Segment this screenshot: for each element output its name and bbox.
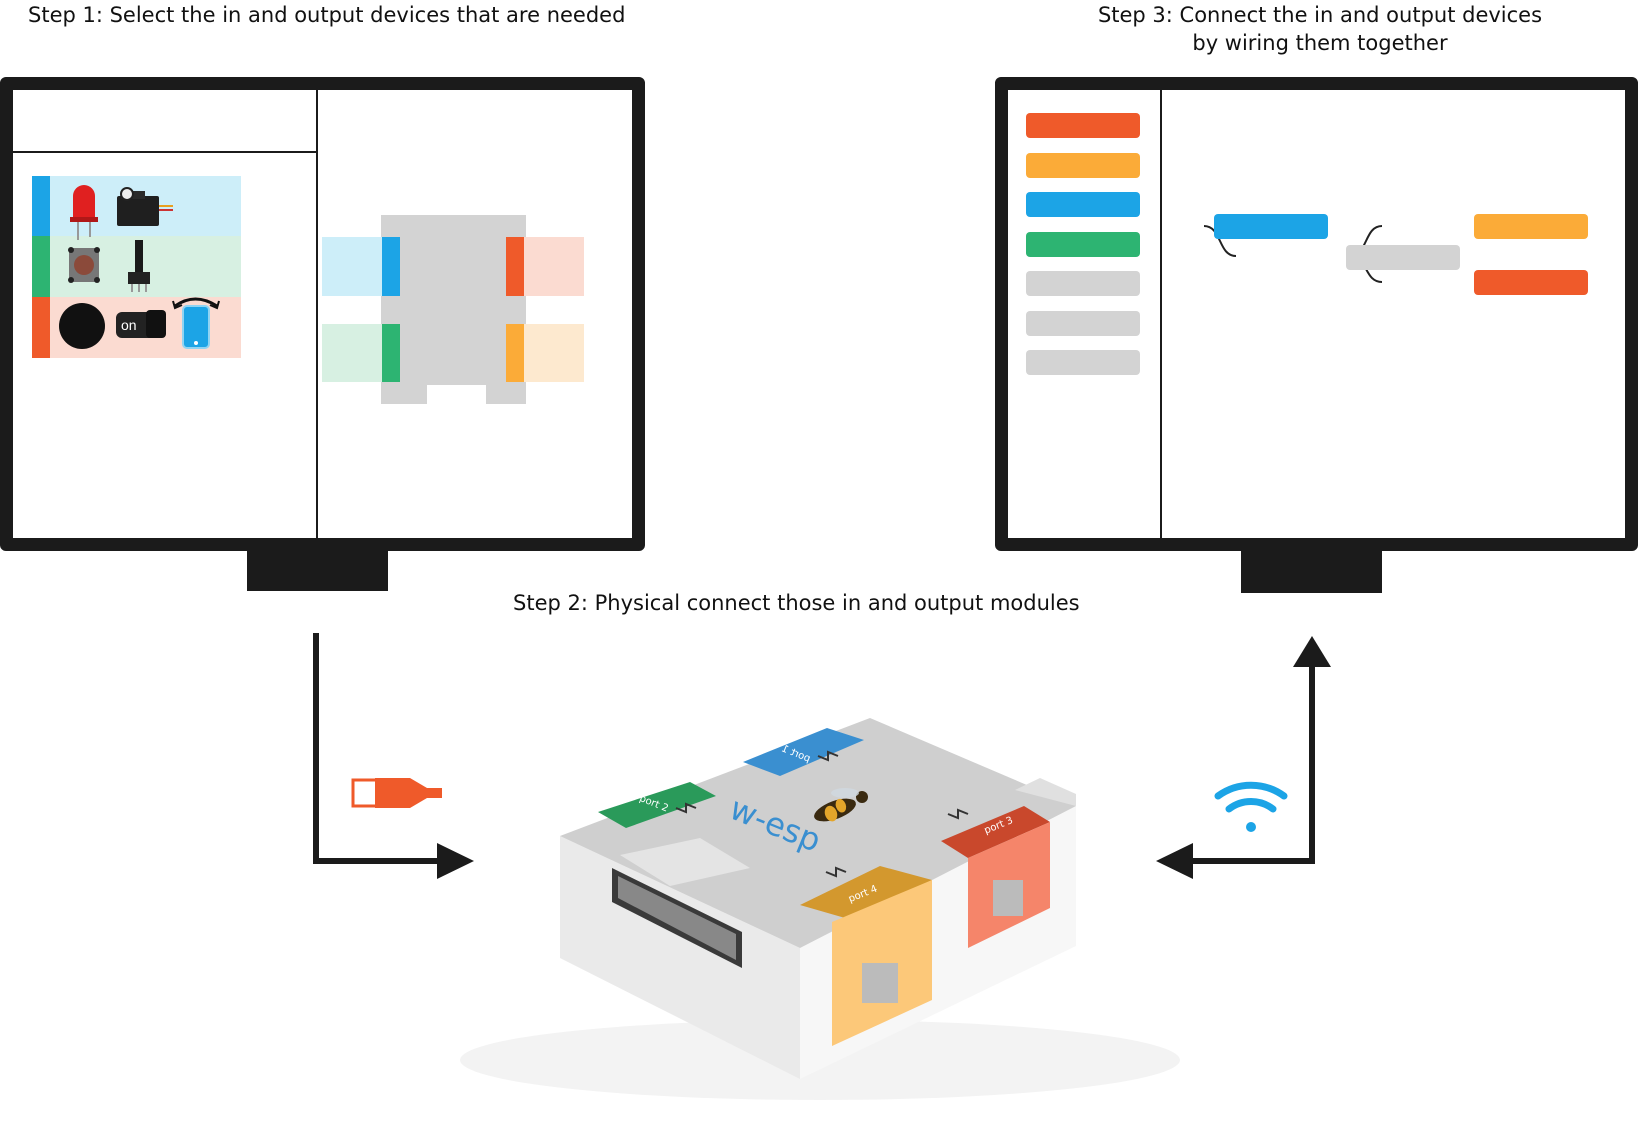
flow-diagram	[1203, 214, 1588, 295]
signal-glyph-4	[825, 866, 847, 878]
palette-node-gray-1[interactable]	[1026, 271, 1140, 296]
port3-connector[interactable]	[993, 880, 1023, 916]
palette-node-orange[interactable]	[1026, 113, 1140, 138]
palette-node-blue[interactable]	[1026, 192, 1140, 217]
step2-caption: Step 2: Physical connect those in and ou…	[513, 591, 1080, 615]
potentiometer-icon[interactable]	[128, 240, 150, 292]
phone-tilt-icon[interactable]	[172, 297, 220, 349]
palette-node-green[interactable]	[1026, 232, 1140, 257]
servo-icon[interactable]	[117, 187, 173, 226]
push-button-icon[interactable]	[68, 247, 100, 283]
step3-caption-line1: Step 3: Connect the in and output device…	[1097, 3, 1543, 27]
signal-glyph-2	[675, 802, 697, 814]
led-icon[interactable]	[70, 185, 98, 240]
flow-node-function[interactable]	[1346, 245, 1460, 270]
usb-icon	[351, 778, 442, 808]
big-button-icon[interactable]	[59, 303, 105, 349]
w-esp-device: port 1 port 2 port 3 port 4 w-esp	[460, 718, 1180, 1100]
right-monitor-screen	[1026, 90, 1588, 538]
signal-glyph-1	[817, 750, 839, 762]
right-monitor	[995, 77, 1638, 551]
switch-label: on	[121, 317, 137, 333]
left-monitor: on	[0, 77, 645, 551]
module-diagram	[322, 215, 584, 404]
port4-connector[interactable]	[862, 963, 898, 1003]
palette-node-gray-3[interactable]	[1026, 350, 1140, 375]
wifi-arrow	[1156, 636, 1331, 879]
left-monitor-screen: on	[13, 90, 584, 538]
usb-arrow	[313, 633, 474, 879]
step3-caption-line2: by wiring them together	[1192, 31, 1448, 55]
left-monitor-stand	[247, 551, 388, 591]
wifi-icon	[1214, 781, 1288, 832]
right-monitor-stand	[1241, 551, 1382, 593]
flow-node-output-yellow[interactable]	[1474, 214, 1588, 239]
palette-node-gray-2[interactable]	[1026, 311, 1140, 336]
node-palette	[1026, 113, 1140, 375]
flow-node-output-orange[interactable]	[1474, 270, 1588, 295]
switch-icon[interactable]: on	[116, 310, 166, 338]
wasp-logo-icon	[814, 788, 868, 822]
palette-node-yellow[interactable]	[1026, 153, 1140, 178]
device-palette: on	[32, 176, 241, 358]
flow-node-input[interactable]	[1214, 214, 1328, 239]
step1-caption: Step 1: Select the in and output devices…	[28, 3, 626, 27]
signal-glyph-3	[947, 808, 969, 820]
